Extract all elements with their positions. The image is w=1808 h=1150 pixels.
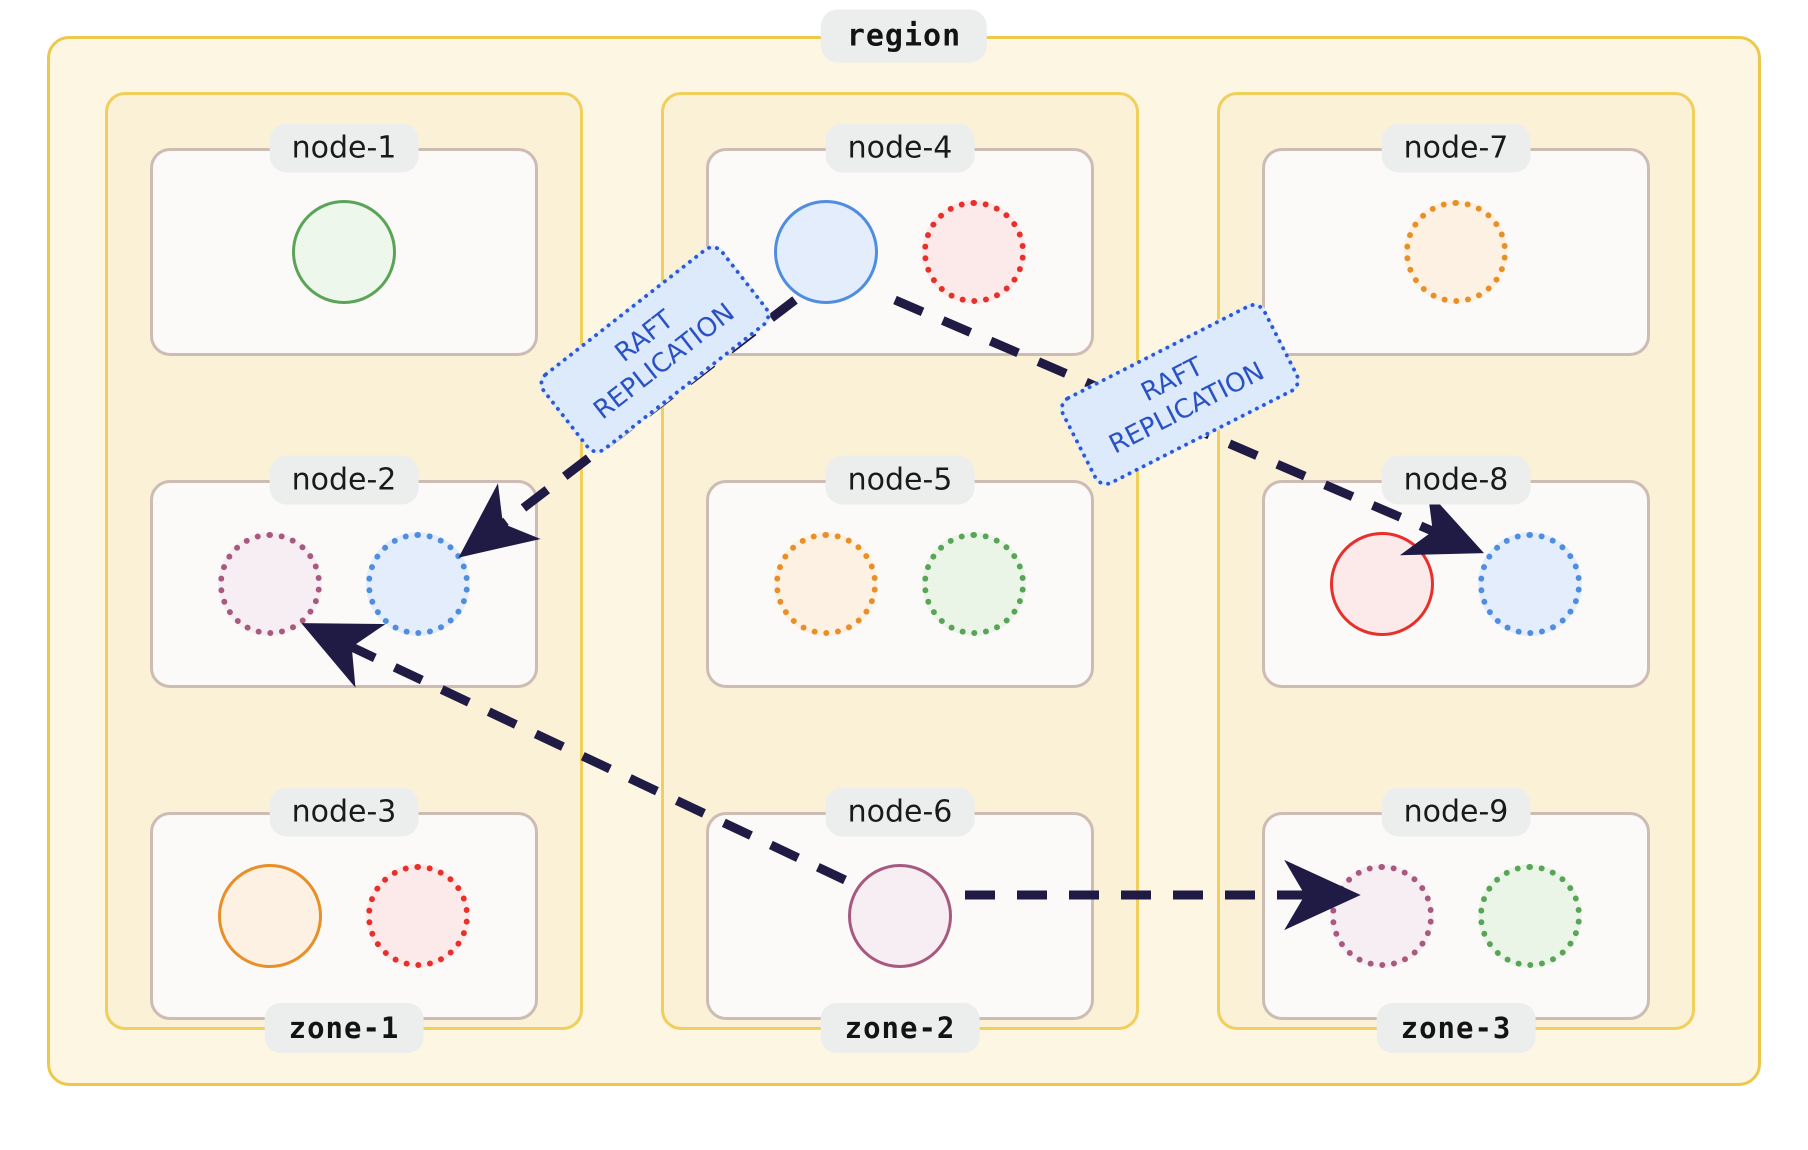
node-container-node-8[interactable]: node-8 xyxy=(1262,455,1650,688)
zone-label-2: zone-2 xyxy=(820,1003,980,1053)
shard-follower-node-9-1[interactable] xyxy=(1330,864,1434,968)
node-label-node-2: node-2 xyxy=(269,455,419,505)
shard-follower-node-7-1[interactable] xyxy=(1404,200,1508,304)
shard-follower-node-8-2[interactable] xyxy=(1478,532,1582,636)
node-label-node-9: node-9 xyxy=(1381,787,1531,837)
node-label-node-7: node-7 xyxy=(1381,123,1531,173)
node-container-node-1[interactable]: node-1 xyxy=(150,123,538,356)
zone-label-3: zone-3 xyxy=(1376,1003,1536,1053)
node-label-node-8: node-8 xyxy=(1381,455,1531,505)
node-body-node-7 xyxy=(1265,151,1647,353)
node-container-node-7[interactable]: node-7 xyxy=(1262,123,1650,356)
node-label-node-6: node-6 xyxy=(825,787,975,837)
shard-leader-node-8-1[interactable] xyxy=(1330,532,1434,636)
node-label-node-3: node-3 xyxy=(269,787,419,837)
node-label-node-1: node-1 xyxy=(269,123,419,173)
zone-label-1: zone-1 xyxy=(264,1003,424,1053)
shard-leader-node-4-1[interactable] xyxy=(774,200,878,304)
shard-follower-node-9-2[interactable] xyxy=(1478,864,1582,968)
shard-follower-node-5-2[interactable] xyxy=(922,532,1026,636)
shard-leader-node-1-1[interactable] xyxy=(292,200,396,304)
node-container-node-6[interactable]: node-6 xyxy=(706,787,1094,1020)
node-body-node-3 xyxy=(153,815,535,1017)
shard-follower-node-2-1[interactable] xyxy=(218,532,322,636)
shard-leader-node-6-1[interactable] xyxy=(848,864,952,968)
node-body-node-1 xyxy=(153,151,535,353)
node-container-node-9[interactable]: node-9 xyxy=(1262,787,1650,1020)
shard-leader-node-3-1[interactable] xyxy=(218,864,322,968)
shard-follower-node-4-2[interactable] xyxy=(922,200,1026,304)
node-body-node-9 xyxy=(1265,815,1647,1017)
node-container-node-2[interactable]: node-2 xyxy=(150,455,538,688)
node-label-node-5: node-5 xyxy=(825,455,975,505)
node-container-node-5[interactable]: node-5 xyxy=(706,455,1094,688)
shard-follower-node-5-1[interactable] xyxy=(774,532,878,636)
node-body-node-2 xyxy=(153,483,535,685)
node-body-node-5 xyxy=(709,483,1091,685)
region-label: region xyxy=(820,9,988,63)
shard-follower-node-2-2[interactable] xyxy=(366,532,470,636)
node-label-node-4: node-4 xyxy=(825,123,975,173)
node-container-node-3[interactable]: node-3 xyxy=(150,787,538,1020)
node-body-node-8 xyxy=(1265,483,1647,685)
node-body-node-6 xyxy=(709,815,1091,1017)
shard-follower-node-3-2[interactable] xyxy=(366,864,470,968)
